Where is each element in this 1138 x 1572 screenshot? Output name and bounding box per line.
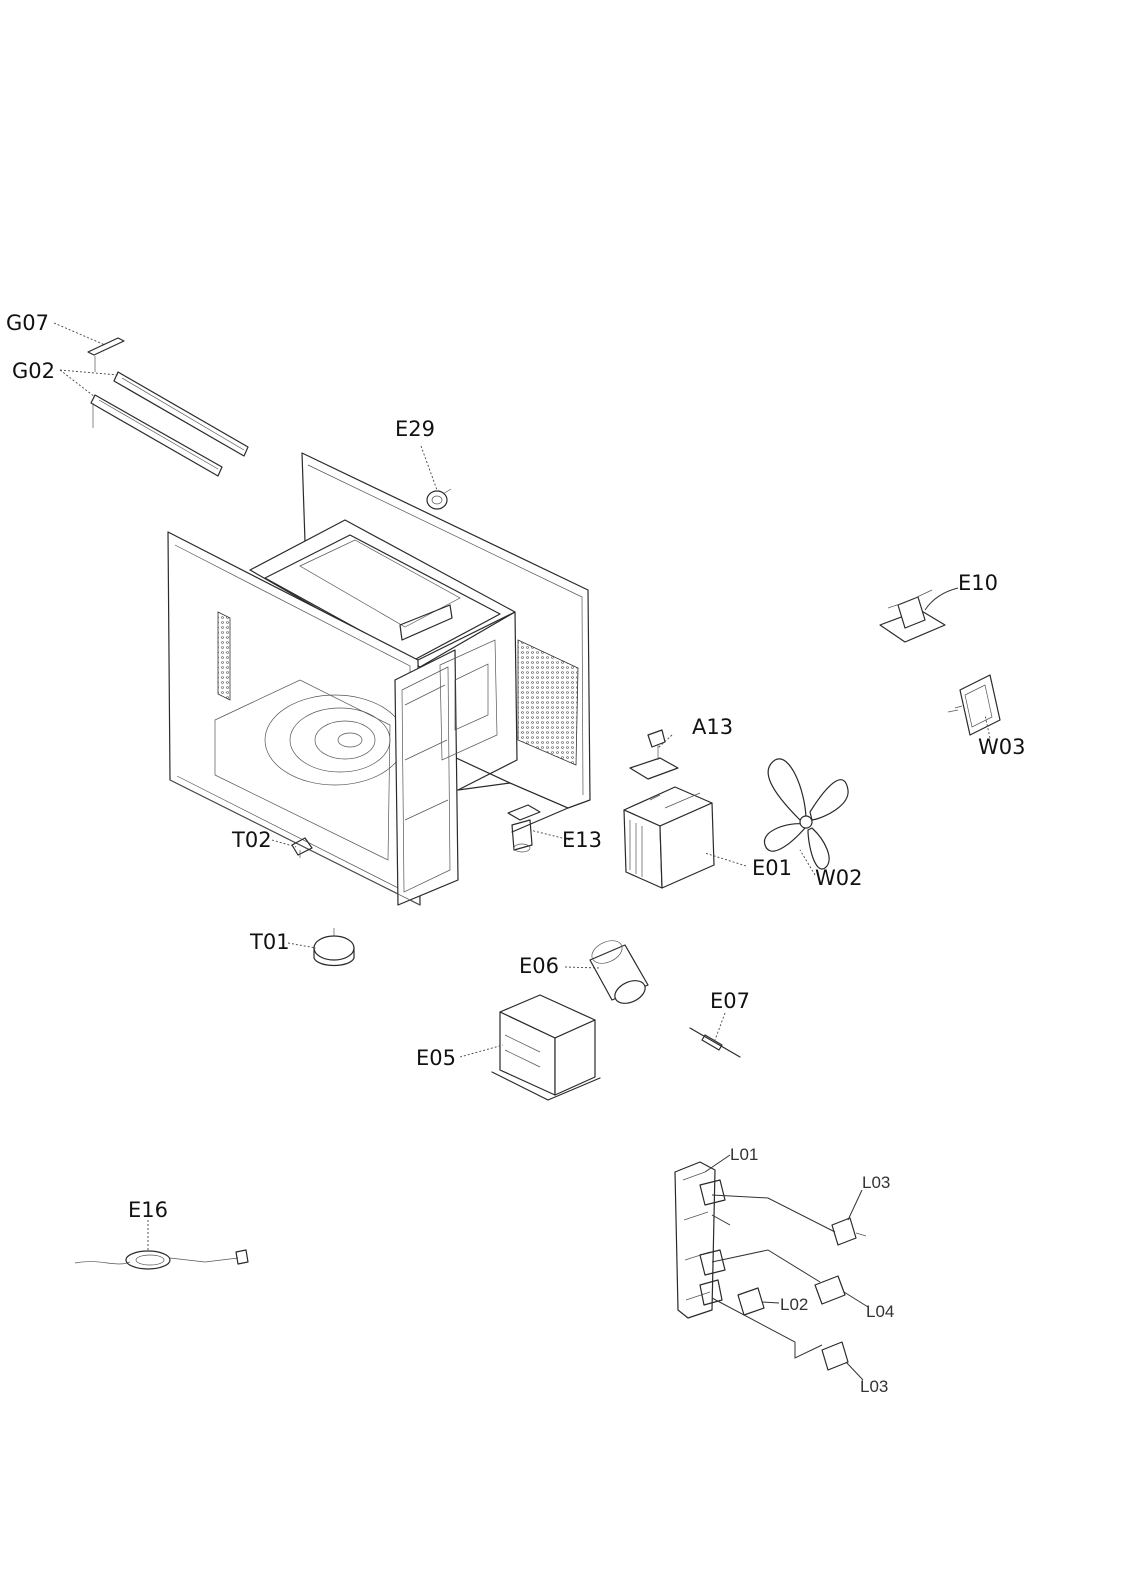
part-e13-sensor (507, 804, 541, 853)
part-w03-fan-guard (947, 674, 1001, 736)
label-e13: E13 (562, 828, 602, 852)
label-e29: E29 (395, 417, 435, 441)
label-t01: T01 (249, 930, 290, 954)
label-w03: W03 (978, 735, 1026, 759)
part-l03-bottom-switch (821, 1341, 849, 1371)
label-e05: E05 (416, 1046, 456, 1070)
part-w02-fan-blade (764, 758, 849, 870)
label-e07: E07 (710, 989, 750, 1013)
part-e06-capacitor (589, 940, 649, 1004)
label-a13: A13 (692, 715, 733, 739)
part-t01-motor (313, 928, 355, 967)
part-e29-ring (426, 488, 452, 510)
part-main-cavity (167, 452, 591, 906)
part-e16-power-cord (74, 1249, 249, 1270)
part-t02-clip (291, 837, 313, 858)
label-l02: L02 (780, 1295, 808, 1314)
part-e10-motor (879, 587, 959, 643)
part-a13-thermostat (629, 729, 679, 780)
label-l03-top: L03 (862, 1173, 890, 1192)
part-l02-switch (737, 1287, 765, 1316)
label-t02: T02 (231, 828, 272, 852)
leader-lines (53, 322, 991, 1381)
label-g02: G02 (12, 359, 55, 383)
part-e01-magnetron (623, 786, 715, 889)
part-l03-top-switch (831, 1217, 867, 1246)
label-l04: L04 (866, 1302, 894, 1321)
latch-wiring (711, 1194, 836, 1359)
part-labels: G07 G02 E29 E10 W03 A13 W02 E13 E01 T02 … (6, 311, 1026, 1396)
label-e16: E16 (128, 1198, 168, 1222)
label-e06: E06 (519, 954, 559, 978)
part-g07-bracket (87, 337, 125, 372)
label-e01: E01 (752, 856, 792, 880)
label-l03-bottom: L03 (860, 1377, 888, 1396)
label-w02: W02 (815, 866, 863, 890)
part-e07-diode (689, 1027, 741, 1058)
label-e10: E10 (958, 571, 998, 595)
part-e05-transformer (491, 994, 601, 1101)
label-g07: G07 (6, 311, 49, 335)
part-l04-switch (814, 1275, 846, 1305)
label-l01: L01 (730, 1145, 758, 1164)
part-g02-rails (90, 371, 249, 477)
part-l01-latch-assembly (674, 1161, 726, 1319)
